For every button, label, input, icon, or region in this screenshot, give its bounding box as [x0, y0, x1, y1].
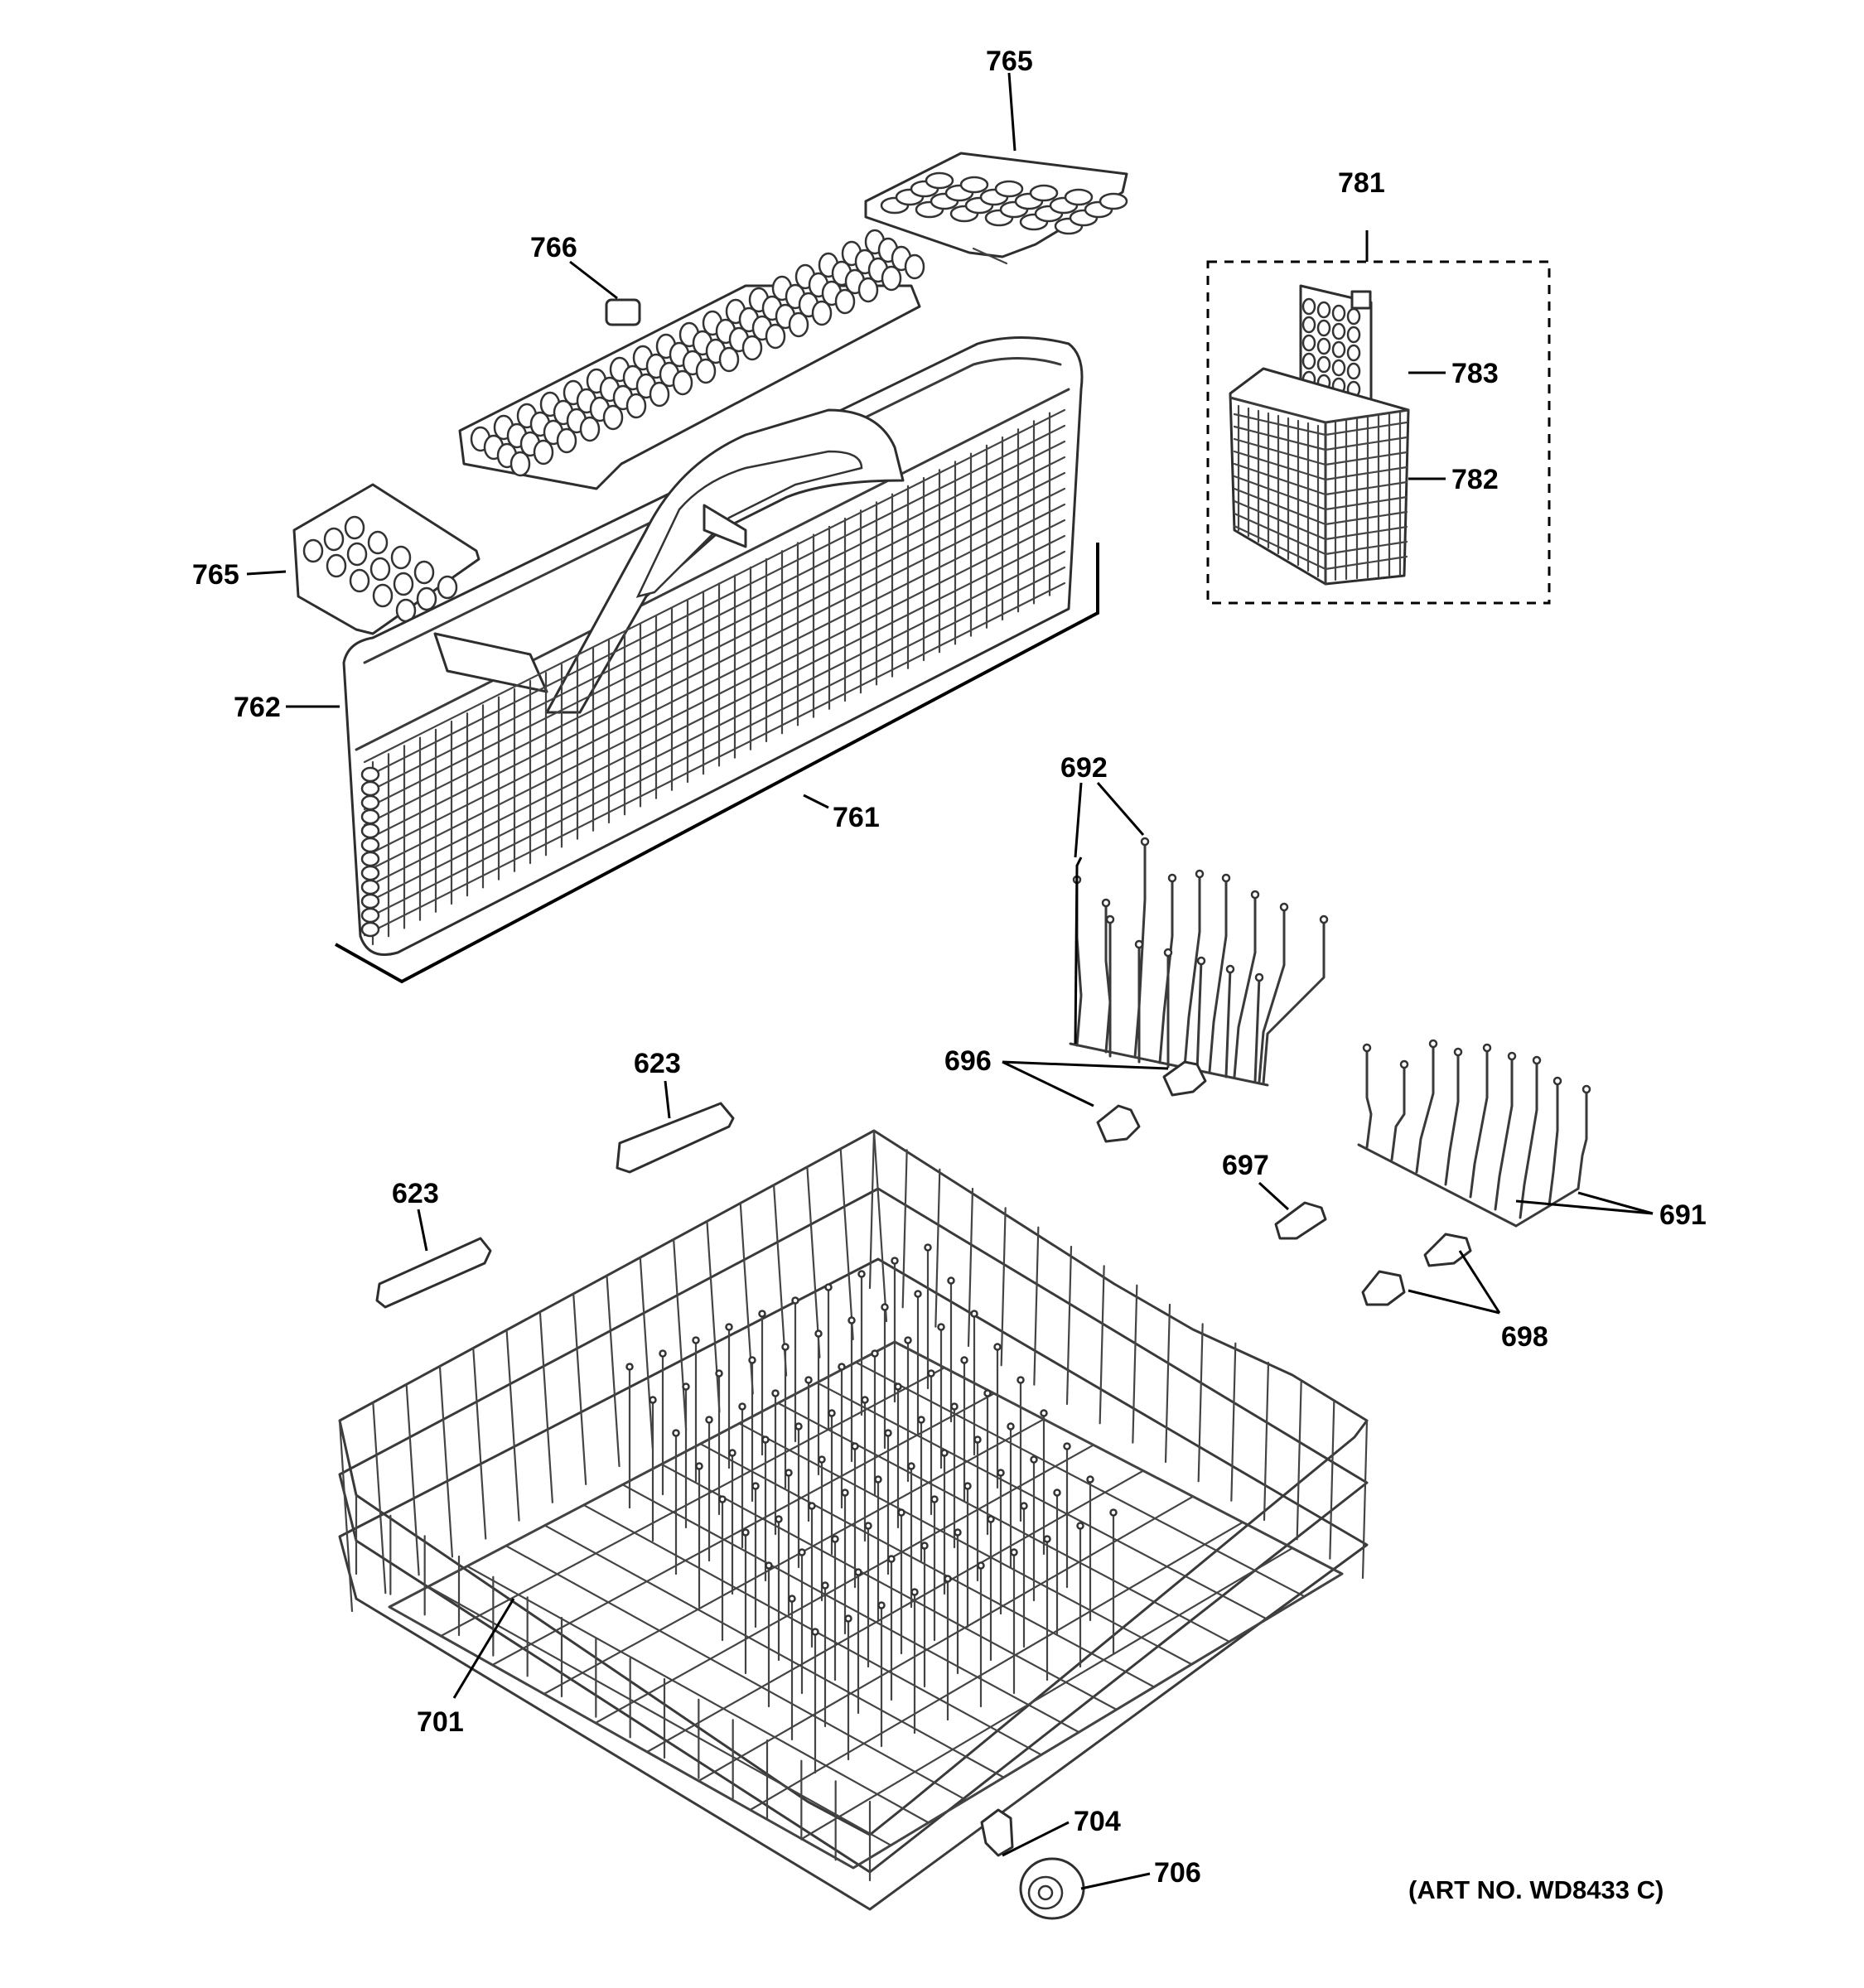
part-696-clip-a[interactable]: [1096, 1104, 1141, 1143]
callout-696: 696: [944, 1045, 992, 1077]
part-781-small-basket-assembly[interactable]: [1206, 230, 1551, 605]
callout-701: 701: [417, 1706, 464, 1738]
part-691-tine-row[interactable]: [1357, 1039, 1591, 1228]
part-698-clip-a[interactable]: [1361, 1270, 1406, 1306]
part-782-small-basket[interactable]: [1229, 367, 1410, 586]
callout-762: 762: [234, 692, 281, 723]
part-765-left-cover[interactable]: [292, 483, 480, 635]
callout-697: 697: [1222, 1150, 1269, 1181]
callout-783: 783: [1451, 358, 1499, 389]
part-701-lower-rack[interactable]: [338, 1129, 1369, 1911]
leader-761: [803, 794, 829, 809]
art-number: (ART NO. WD8433 C): [1408, 1875, 1664, 1904]
part-623-rack-stop-a[interactable]: [616, 1102, 735, 1174]
leader-765-left: [246, 570, 287, 576]
part-765-top-cover[interactable]: [864, 152, 1128, 265]
part-698-clip-b[interactable]: [1423, 1233, 1472, 1267]
part-704-wheel-clip[interactable]: [980, 1808, 1014, 1857]
callout-765-top: 765: [986, 46, 1033, 77]
part-766-long-cover[interactable]: [458, 229, 925, 490]
callout-761: 761: [833, 802, 880, 833]
leader-692-a: [1074, 856, 1083, 1045]
part-761-silverware-basket[interactable]: [335, 336, 1099, 984]
part-697-clip[interactable]: [1274, 1201, 1327, 1240]
leader-701: [452, 1598, 515, 1699]
leader-765-top: [1007, 72, 1017, 152]
callout-691: 691: [1659, 1199, 1707, 1231]
leader-623-b: [417, 1209, 428, 1252]
part-692-tine-row[interactable]: [1069, 837, 1329, 1087]
leader-697: [1258, 1181, 1290, 1211]
leader-704: [1002, 1821, 1070, 1857]
callout-765-left: 765: [192, 559, 239, 591]
leader-696-a: [1002, 1060, 1094, 1107]
leader-766: [569, 260, 618, 300]
part-706-wheel[interactable]: [1019, 1857, 1085, 1920]
leader-696-b: [1002, 1060, 1169, 1070]
leader-691-b: [1515, 1199, 1654, 1215]
callout-698: 698: [1501, 1321, 1548, 1353]
leader-692-c: [1074, 782, 1083, 858]
callout-704: 704: [1074, 1806, 1121, 1837]
callout-692: 692: [1060, 752, 1108, 784]
callout-623-b: 623: [392, 1178, 439, 1209]
part-623-rack-stop-b[interactable]: [375, 1237, 492, 1309]
callout-781: 781: [1338, 167, 1385, 199]
leader-691-a: [1577, 1191, 1654, 1215]
callout-766: 766: [530, 232, 577, 263]
part-696-clip-b[interactable]: [1162, 1060, 1207, 1097]
callout-706: 706: [1154, 1857, 1201, 1889]
leader-698-a: [1408, 1289, 1500, 1315]
leader-692-b: [1096, 782, 1145, 836]
leader-698-b: [1458, 1250, 1501, 1314]
leader-706: [1080, 1872, 1151, 1890]
callout-782: 782: [1451, 464, 1499, 495]
callout-623-a: 623: [634, 1048, 681, 1079]
leader-623-a: [664, 1080, 671, 1119]
